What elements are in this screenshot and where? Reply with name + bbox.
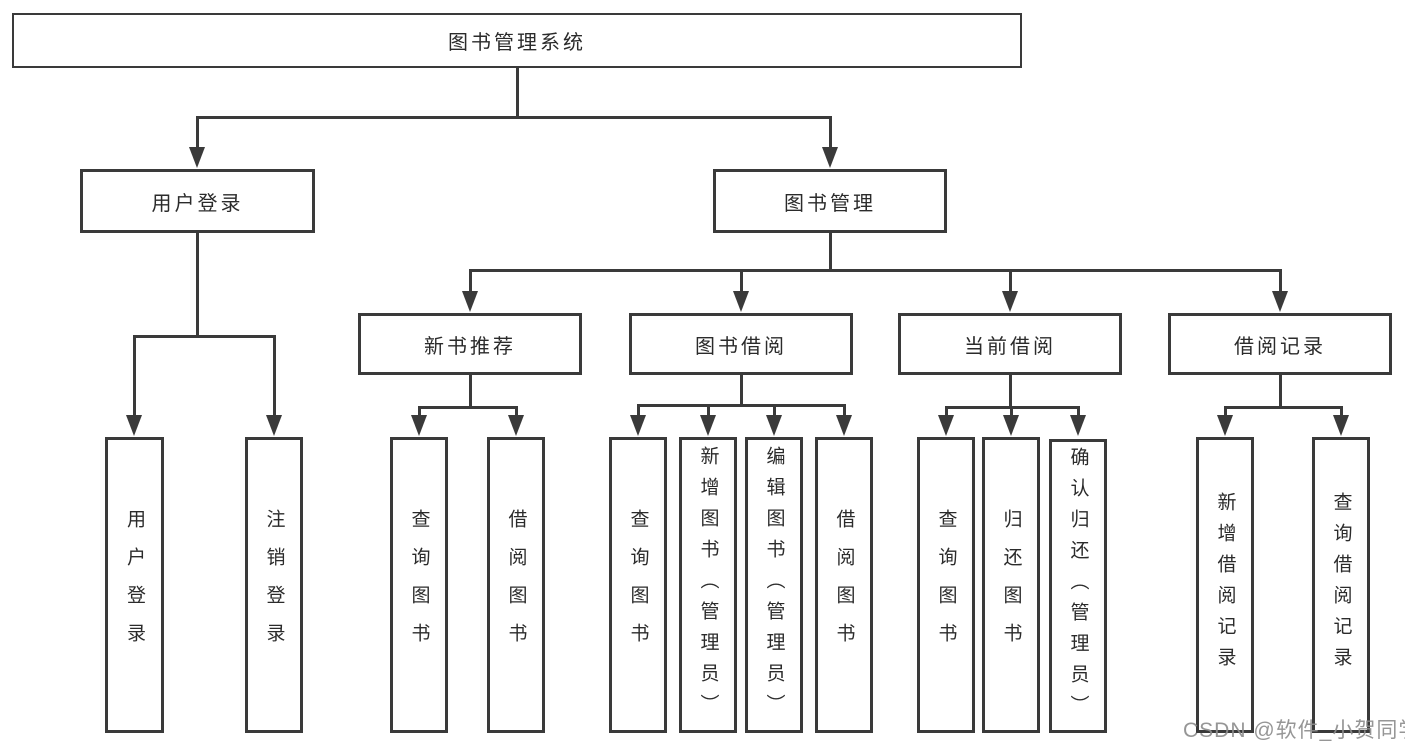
connector-line: [468, 375, 472, 407]
node-user-login: 用户登录: [80, 169, 315, 233]
arrow-stem: [514, 407, 518, 418]
node-leaf-bb-add: 新增图书（管理员）: [679, 437, 737, 733]
arrow-down-icon: [1217, 415, 1233, 436]
node-label: 借阅图书: [505, 509, 527, 661]
node-label: 新增图书（管理员）: [697, 445, 719, 725]
connector-line: [195, 115, 832, 119]
arrow-down-icon: [766, 415, 782, 436]
node-root: 图书管理系统: [12, 13, 1022, 68]
node-leaf-bb-query: 查询图书: [609, 437, 667, 733]
node-label: 新书推荐: [424, 335, 516, 358]
arrow-stem: [417, 407, 421, 418]
node-leaf-bb-borrow: 借阅图书: [815, 437, 873, 733]
arrow-down-icon: [733, 291, 749, 312]
connector-line: [636, 403, 846, 407]
arrow-stem: [468, 270, 472, 294]
arrow-down-icon: [836, 415, 852, 436]
node-label: 注销登录: [263, 509, 285, 661]
arrow-stem: [739, 270, 743, 294]
arrow-down-icon: [700, 415, 716, 436]
arrow-down-icon: [1333, 415, 1349, 436]
node-current-borrow: 当前借阅: [898, 313, 1122, 375]
connector-line: [515, 68, 519, 117]
connector-line: [132, 334, 276, 338]
connector-line: [1008, 375, 1012, 407]
arrow-down-icon: [822, 147, 838, 168]
connector-line: [828, 233, 832, 270]
arrow-stem: [272, 336, 276, 418]
node-label: 图书管理: [784, 192, 876, 215]
node-label: 图书管理系统: [448, 32, 586, 54]
arrow-stem: [944, 407, 948, 418]
node-leaf-br-query: 查询借阅记录: [1312, 437, 1370, 733]
node-label: 用户登录: [124, 509, 145, 661]
arrow-down-icon: [266, 415, 282, 436]
node-label: 查询图书: [627, 509, 649, 661]
node-label: 查询图书: [408, 509, 430, 661]
node-book-management: 图书管理: [713, 169, 947, 233]
arrow-stem: [1076, 407, 1080, 418]
connector-line: [1278, 375, 1282, 407]
arrow-stem: [1278, 270, 1282, 294]
node-new-book-recommend: 新书推荐: [358, 313, 582, 375]
node-label: 借阅图书: [833, 509, 855, 661]
node-label: 归还图书: [1000, 509, 1022, 661]
arrow-stem: [1008, 270, 1012, 294]
arrow-stem: [636, 405, 640, 418]
arrow-stem: [195, 117, 199, 150]
connector-line: [468, 268, 1282, 272]
arrow-down-icon: [938, 415, 954, 436]
connector-line: [417, 405, 518, 409]
csdn-watermark: CSDN @软件_小贺同学: [1183, 719, 1405, 742]
node-label: 编辑图书（管理员）: [763, 445, 785, 725]
arrow-down-icon: [508, 415, 524, 436]
node-leaf-logout: 注销登录: [245, 437, 303, 733]
node-label: 图书借阅: [695, 335, 787, 358]
node-book-borrow: 图书借阅: [629, 313, 853, 375]
node-leaf-bb-edit: 编辑图书（管理员）: [745, 437, 803, 733]
node-label: 新增借阅记录: [1214, 492, 1236, 678]
arrow-stem: [1339, 407, 1343, 418]
node-label: 用户登录: [151, 192, 244, 215]
node-label: 当前借阅: [964, 335, 1056, 358]
node-leaf-user-login: 用户登录: [105, 437, 164, 733]
connector-line: [739, 375, 743, 405]
arrow-down-icon: [462, 291, 478, 312]
arrow-down-icon: [189, 147, 205, 168]
arrow-down-icon: [630, 415, 646, 436]
arrow-stem: [842, 405, 846, 418]
arrow-stem: [1223, 407, 1227, 418]
arrow-stem: [828, 117, 832, 150]
arrow-stem: [772, 405, 776, 418]
node-leaf-cb-query: 查询图书: [917, 437, 975, 733]
node-leaf-nbr-query: 查询图书: [390, 437, 448, 733]
arrow-down-icon: [1003, 415, 1019, 436]
node-leaf-cb-confirm: 确认归还（管理员）: [1049, 439, 1107, 733]
node-leaf-cb-return: 归还图书: [982, 437, 1040, 733]
arrow-down-icon: [411, 415, 427, 436]
node-borrow-records: 借阅记录: [1168, 313, 1392, 375]
arrow-stem: [132, 336, 136, 418]
connector-line: [195, 233, 199, 336]
node-leaf-br-add: 新增借阅记录: [1196, 437, 1254, 733]
node-label: 确认归还（管理员）: [1067, 446, 1089, 726]
node-label: 查询借阅记录: [1330, 492, 1352, 678]
node-label: 查询图书: [935, 509, 957, 661]
arrow-down-icon: [126, 415, 142, 436]
arrow-stem: [1009, 407, 1013, 418]
arrow-down-icon: [1070, 415, 1086, 436]
arrow-down-icon: [1272, 291, 1288, 312]
node-label: 借阅记录: [1234, 335, 1326, 358]
arrow-down-icon: [1002, 291, 1018, 312]
node-leaf-nbr-borrow: 借阅图书: [487, 437, 545, 733]
arrow-stem: [706, 405, 710, 418]
connector-line: [1223, 405, 1343, 409]
